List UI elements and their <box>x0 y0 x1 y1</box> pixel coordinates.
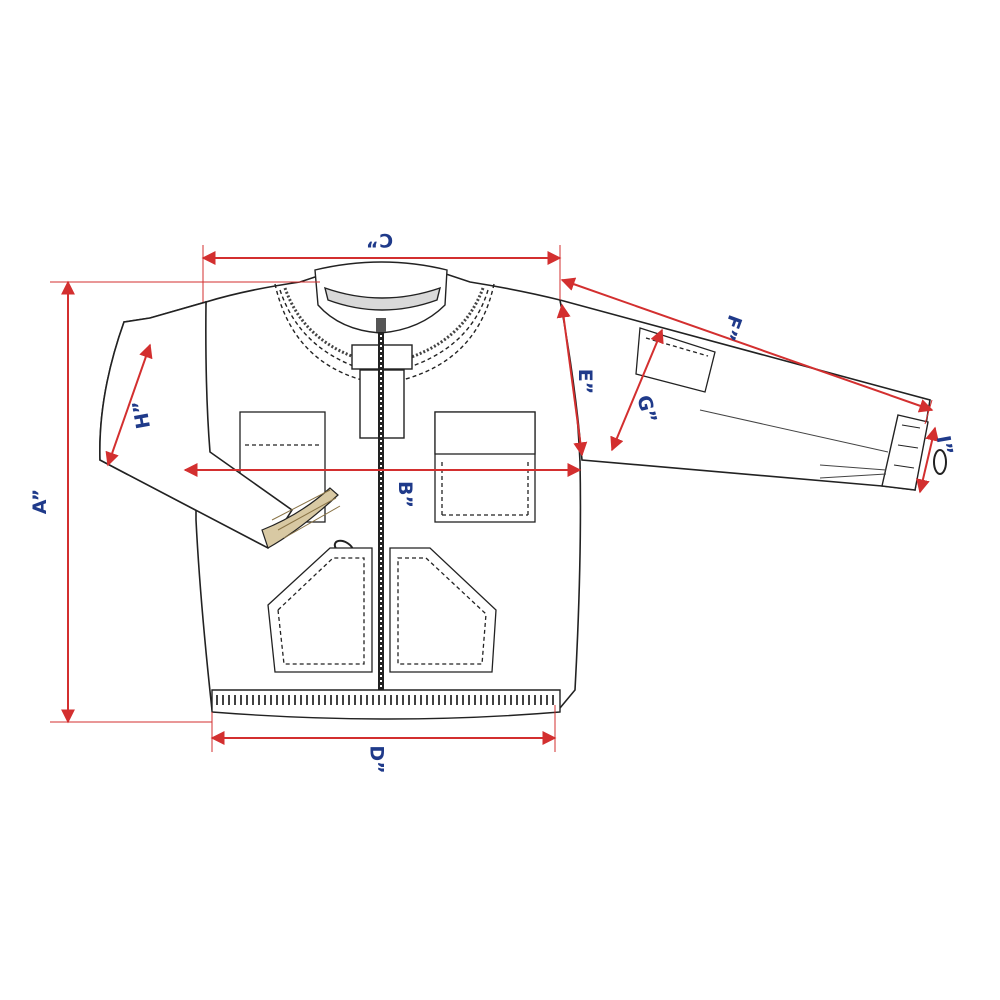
dimension-label-e: E” <box>574 368 597 395</box>
dimension-label-h: H” <box>128 398 156 431</box>
right-sleeve <box>558 298 931 491</box>
dimension-label-c: C” <box>366 229 394 251</box>
dimension-i-line <box>916 426 939 494</box>
hem-band <box>211 689 561 720</box>
dimension-label-d: D” <box>365 745 388 774</box>
collar <box>274 261 495 381</box>
lower-pockets <box>267 547 497 673</box>
dimension-g-line <box>610 328 664 452</box>
right-chest-pocket <box>434 411 536 523</box>
dimension-f-line <box>560 277 934 413</box>
zipper <box>376 318 386 712</box>
dimension-lines <box>50 245 939 752</box>
dimension-label-b: B” <box>393 481 416 508</box>
dimension-label-a: A” <box>29 488 52 515</box>
dimension-h-line <box>105 343 153 467</box>
dimension-label-i: I” <box>931 433 957 457</box>
